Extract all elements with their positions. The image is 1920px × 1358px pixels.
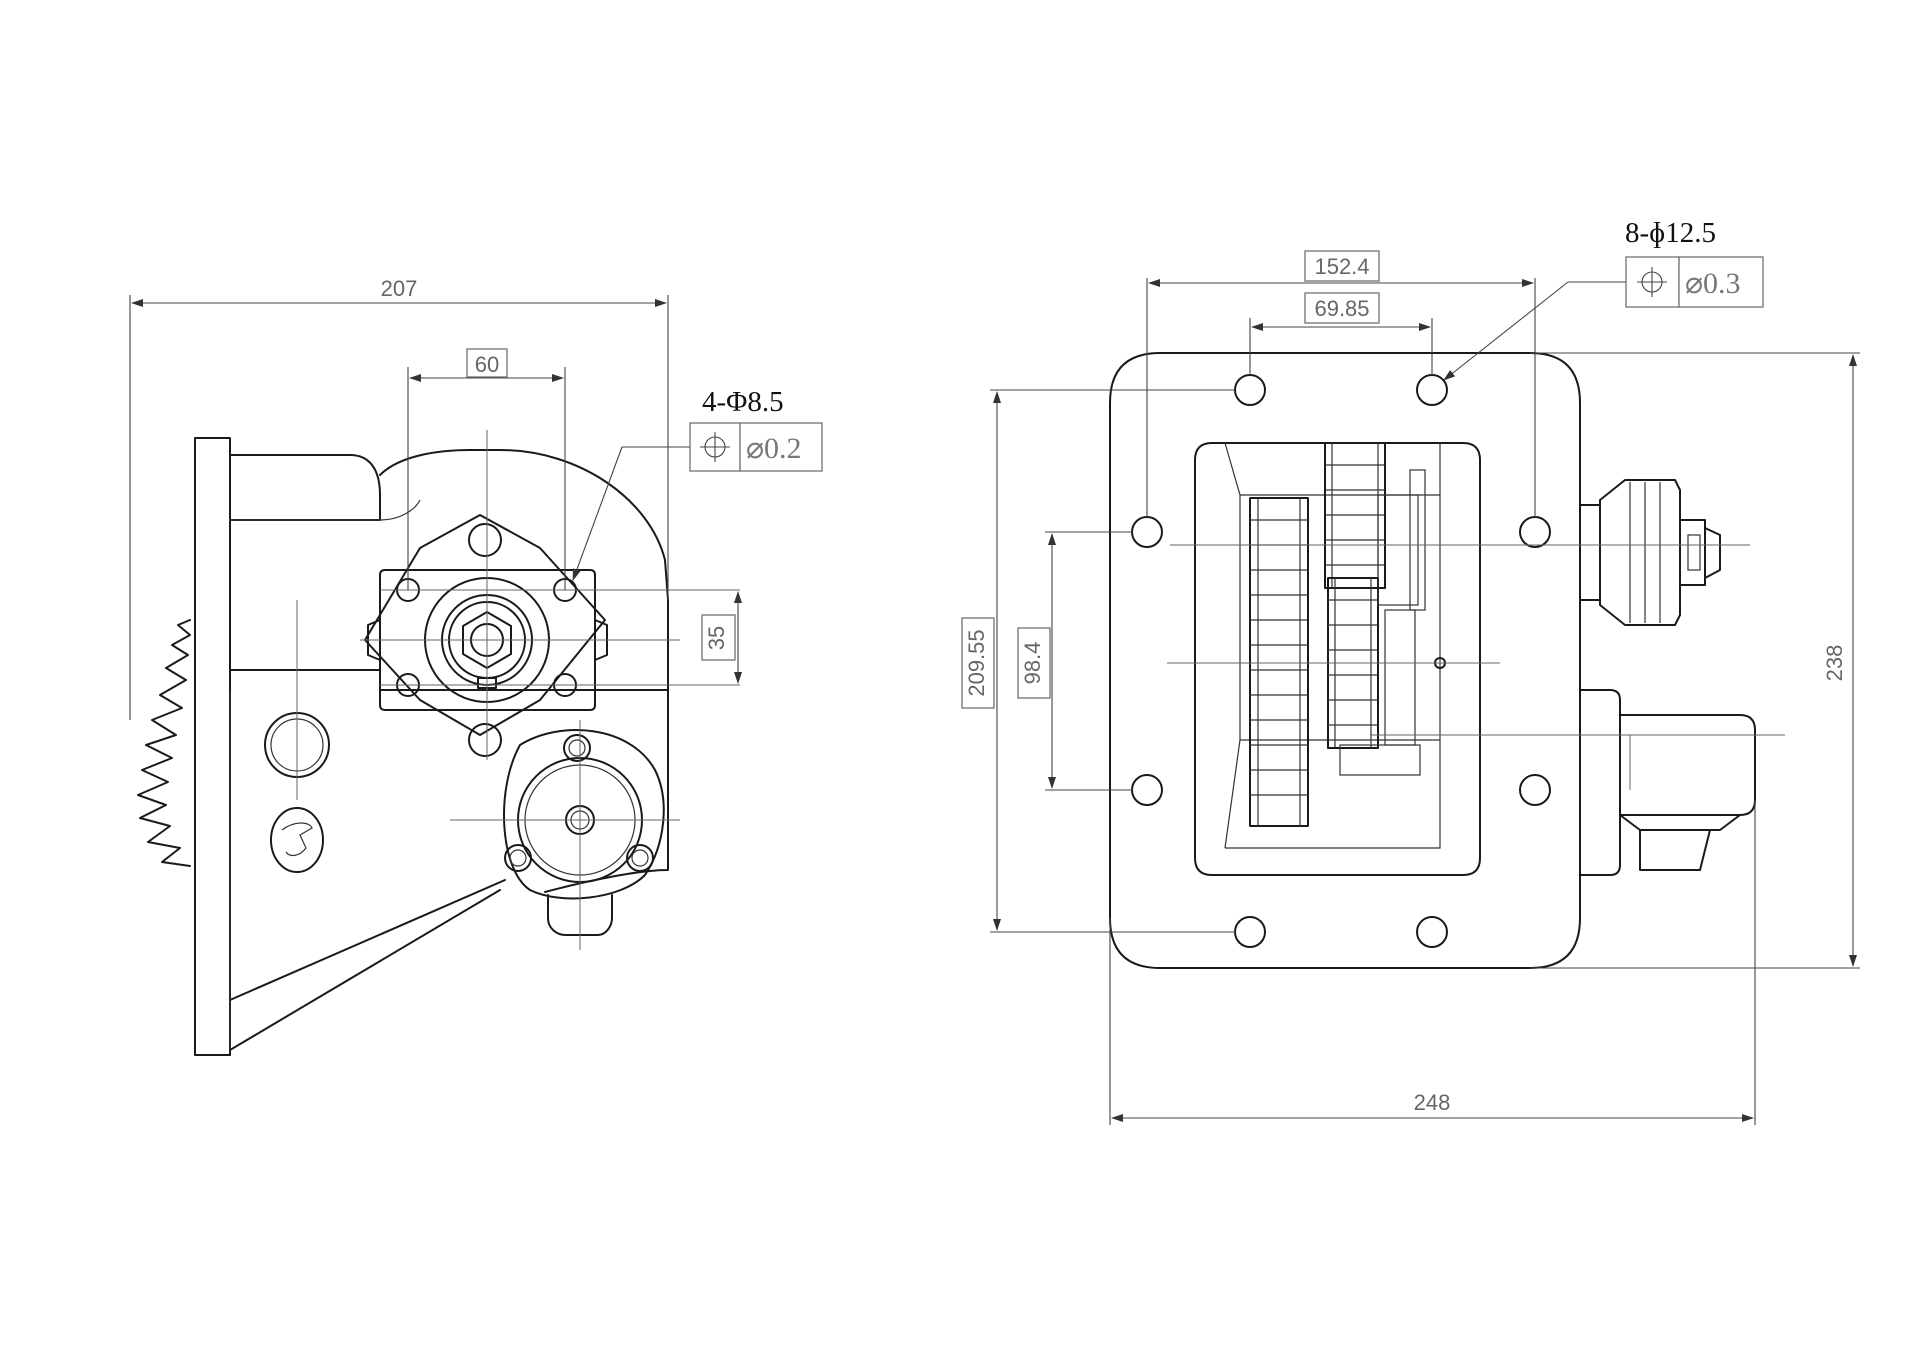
dim-bolt-vertical-35: 35	[704, 626, 729, 650]
brand-logo-icon	[270, 807, 324, 873]
dim-vertical-98: 98.4	[1020, 642, 1045, 685]
right-front-view: 152.4 69.85 209.55 98.4 238 248 8-ɸ12.5	[961, 217, 1860, 1125]
hole-callout-right: 8-ɸ12.5	[1625, 217, 1716, 249]
dim-bolt-outer-152: 152.4	[1314, 254, 1369, 279]
dim-vertical-209: 209.55	[964, 629, 989, 696]
dim-width-248: 248	[1414, 1090, 1451, 1115]
dim-width-207: 207	[381, 276, 418, 301]
dim-bolt-inner-69: 69.85	[1314, 296, 1369, 321]
dim-height-238: 238	[1822, 645, 1847, 682]
position-tolerance-icon	[700, 432, 730, 462]
hole-callout-left: 4-Φ8.5	[702, 386, 784, 418]
tolerance-left: ⌀0.2	[746, 432, 802, 465]
position-tolerance-icon	[1637, 267, 1667, 297]
dim-bolt-spacing-60: 60	[475, 352, 499, 377]
left-side-view: 207 60 35 4-Φ8.5 ⌀0.2	[129, 276, 823, 1056]
gear-teeth	[137, 619, 191, 867]
tolerance-right: ⌀0.3	[1685, 267, 1741, 300]
